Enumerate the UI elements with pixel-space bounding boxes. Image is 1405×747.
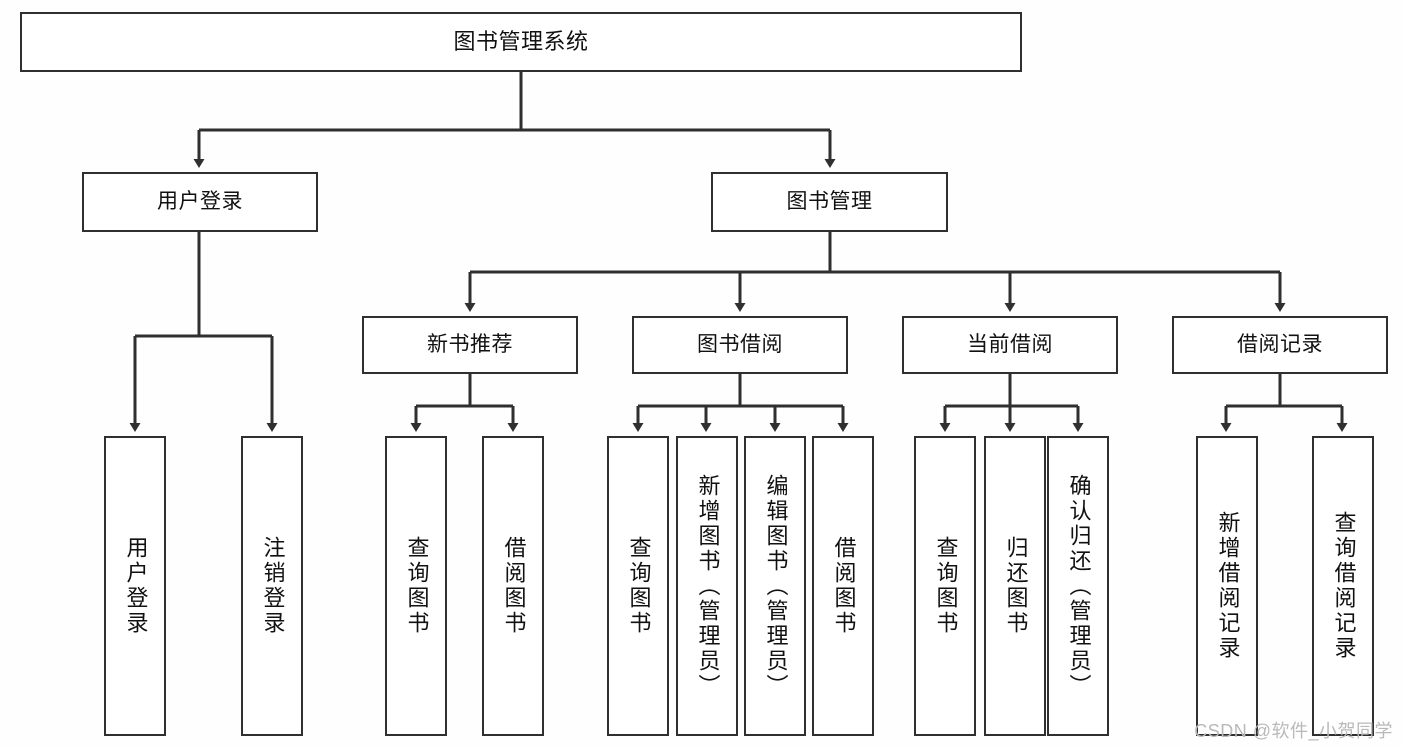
node-leaf-user-login[interactable]: 用户登录	[104, 436, 166, 736]
node-leaf-add-book[interactable]: 新增图书（管理员）	[676, 436, 738, 736]
node-leaf-return-book[interactable]: 归还图书	[984, 436, 1046, 736]
node-label: 新书推荐	[427, 333, 513, 357]
node-label: 图书借阅	[697, 333, 783, 357]
node-leaf-confirm-return[interactable]: 确认归还（管理员）	[1047, 436, 1109, 736]
node-label: 借阅记录	[1237, 333, 1323, 357]
node-leaf-logout-login[interactable]: 注销登录	[241, 436, 303, 736]
node-leaf-query-record[interactable]: 查询借阅记录	[1312, 436, 1374, 736]
node-label: 新增借阅记录	[1215, 511, 1241, 661]
node-label: 查询图书	[626, 536, 652, 636]
node-current-borrow[interactable]: 当前借阅	[902, 316, 1118, 374]
node-label: 新增图书（管理员）	[695, 473, 721, 699]
node-new-book-recommend[interactable]: 新书推荐	[362, 316, 578, 374]
node-book-manage[interactable]: 图书管理	[711, 172, 948, 232]
node-label: 借阅图书	[501, 536, 527, 636]
node-root-book-management-system[interactable]: 图书管理系统	[20, 12, 1022, 72]
node-user-login[interactable]: 用户登录	[82, 172, 318, 232]
node-leaf-query-book-1[interactable]: 查询图书	[385, 436, 447, 736]
node-label: 归还图书	[1003, 536, 1029, 636]
node-label: 确认归还（管理员）	[1066, 473, 1092, 699]
node-book-borrow[interactable]: 图书借阅	[632, 316, 848, 374]
node-label: 注销登录	[260, 536, 286, 636]
node-label: 借阅图书	[831, 536, 857, 636]
node-label: 图书管理	[786, 190, 873, 214]
node-label: 当前借阅	[967, 333, 1053, 357]
node-label: 查询图书	[404, 536, 430, 636]
node-label: 查询借阅记录	[1331, 511, 1357, 661]
node-leaf-query-book-2[interactable]: 查询图书	[607, 436, 669, 736]
node-label: 用户登录	[157, 190, 243, 214]
node-leaf-edit-book[interactable]: 编辑图书（管理员）	[744, 436, 806, 736]
node-leaf-borrow-book-2[interactable]: 借阅图书	[812, 436, 874, 736]
node-leaf-query-book-3[interactable]: 查询图书	[914, 436, 976, 736]
node-label: 编辑图书（管理员）	[763, 473, 789, 699]
node-leaf-borrow-book-1[interactable]: 借阅图书	[482, 436, 544, 736]
node-leaf-add-record[interactable]: 新增借阅记录	[1196, 436, 1258, 736]
node-label: 查询图书	[933, 536, 959, 636]
node-label: 图书管理系统	[453, 28, 589, 54]
node-borrow-record[interactable]: 借阅记录	[1172, 316, 1388, 374]
node-label: 用户登录	[123, 536, 149, 636]
